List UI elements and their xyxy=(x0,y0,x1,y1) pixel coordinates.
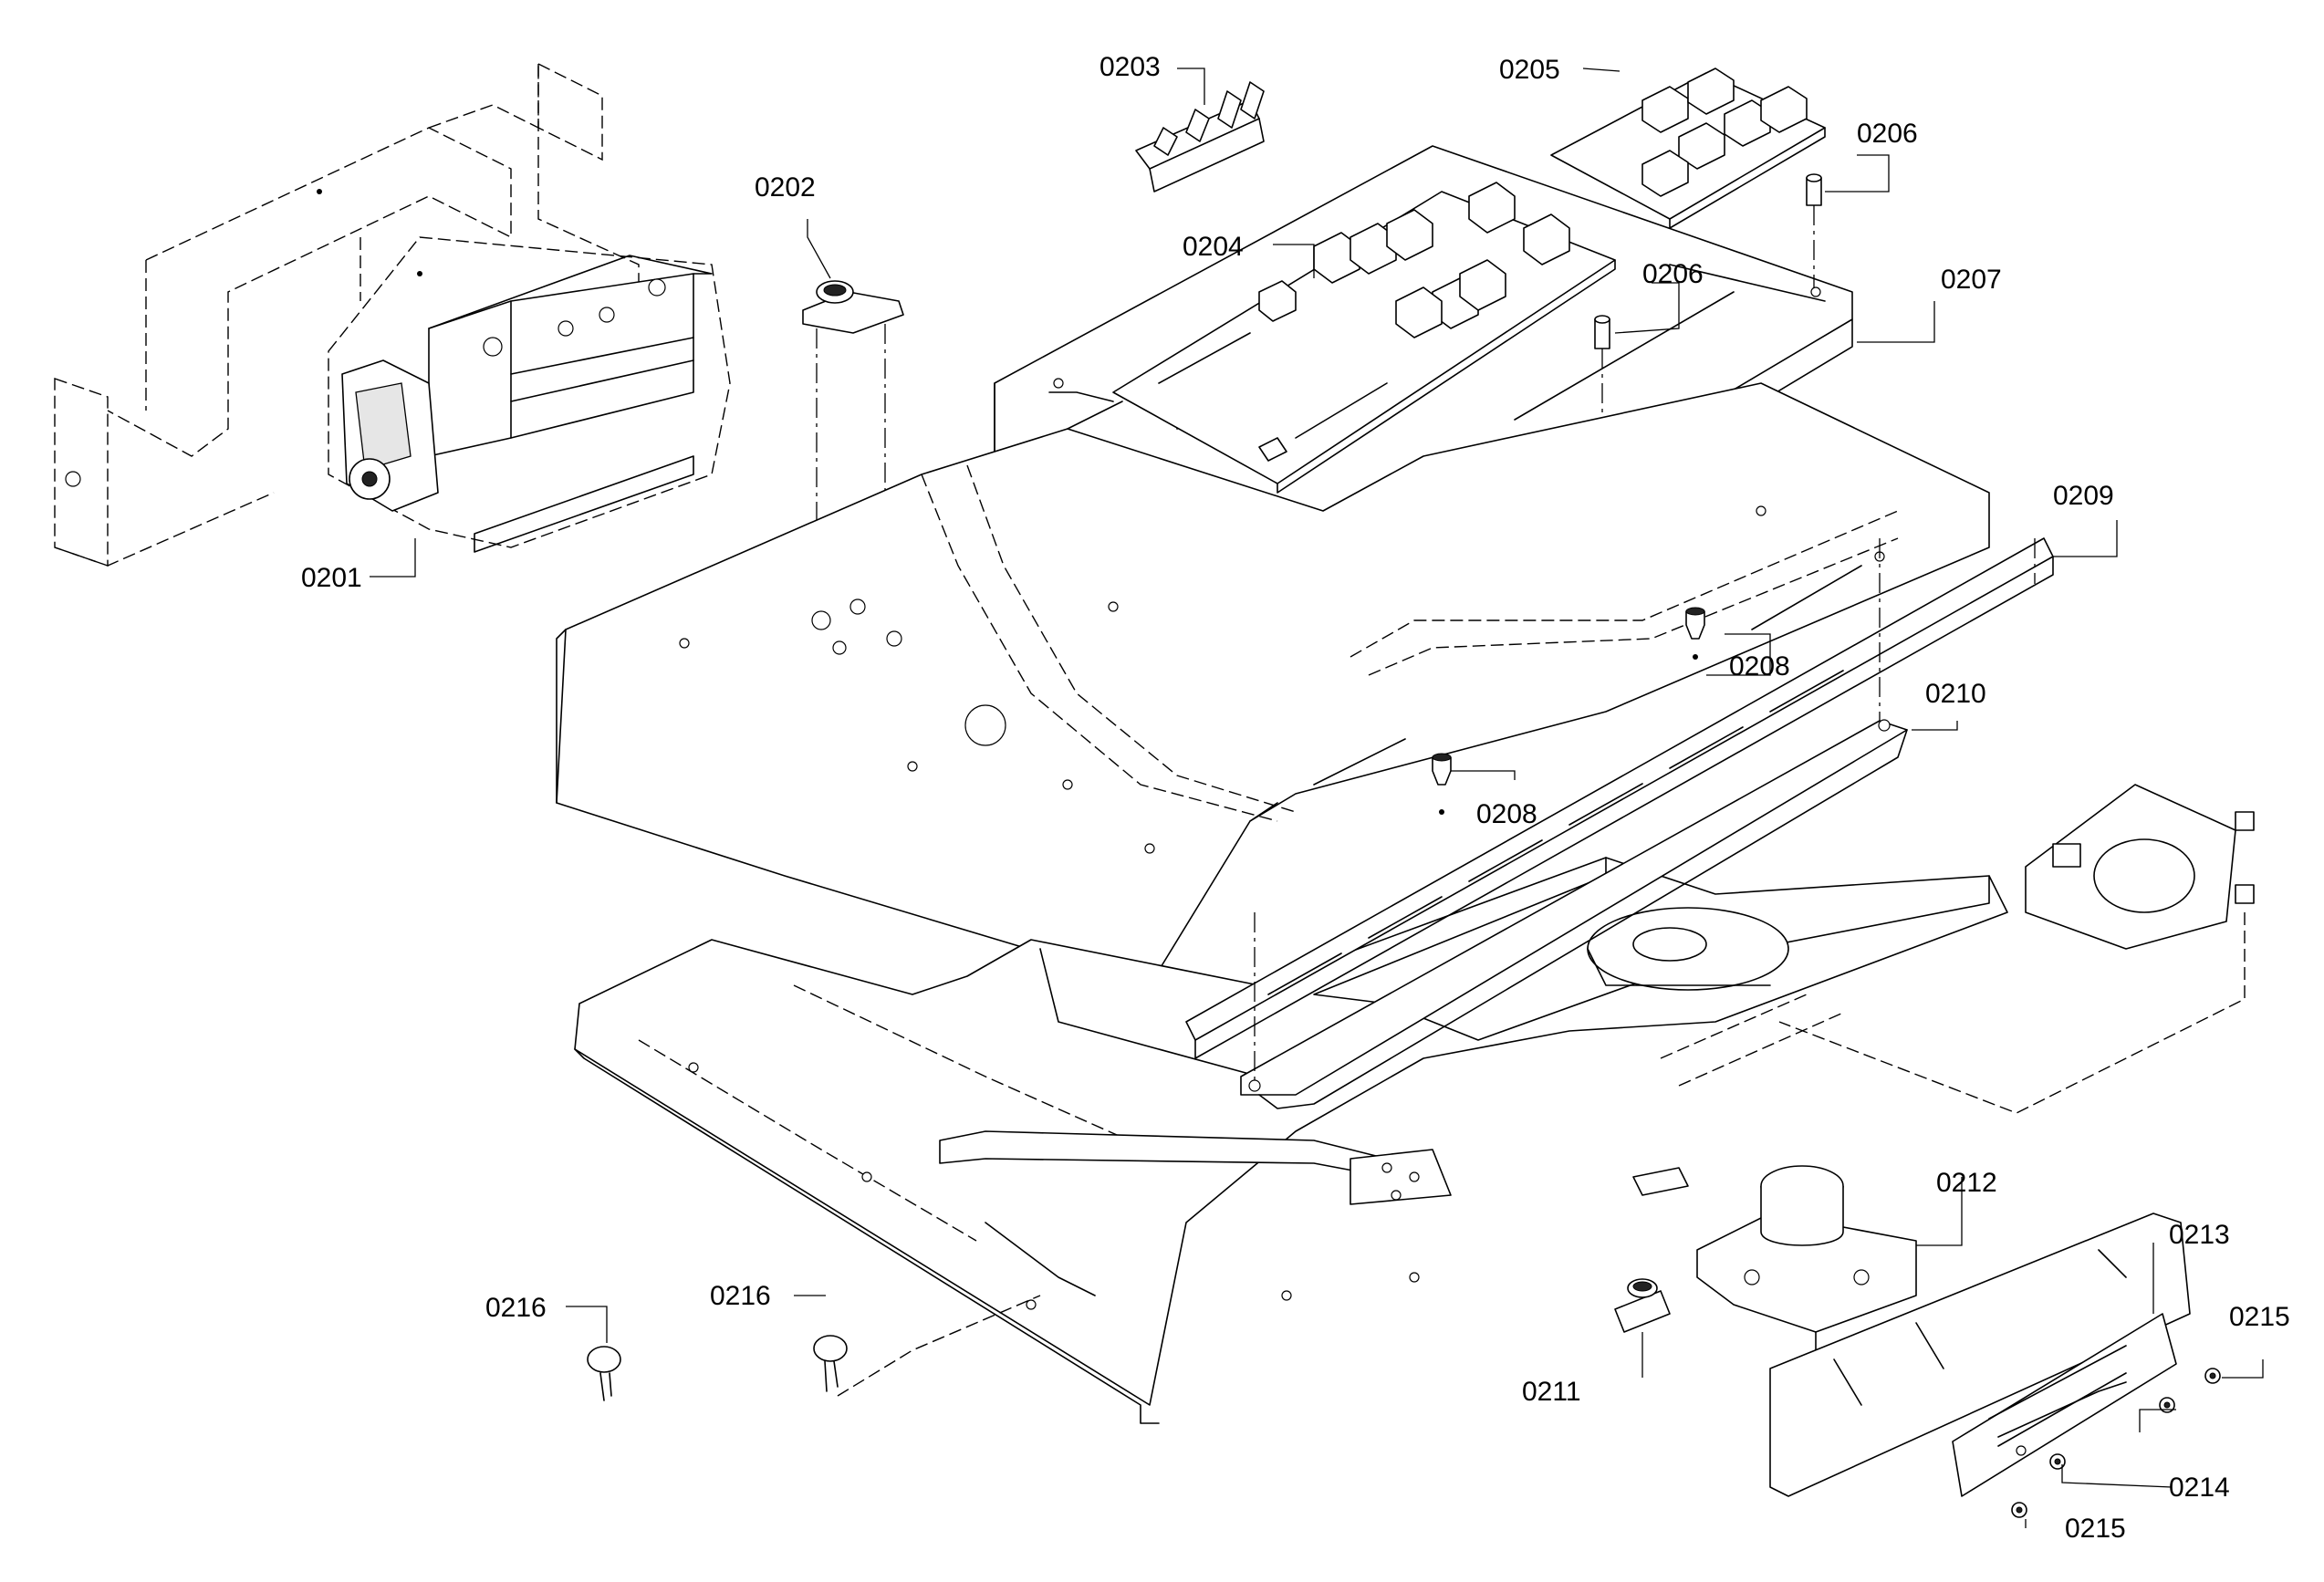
label-0201: 0201 xyxy=(301,563,362,593)
label-0207: 0207 xyxy=(1941,265,2002,295)
rear-frame-outline xyxy=(54,62,640,567)
label-0212: 0212 xyxy=(1936,1168,1997,1198)
part-0214-screw xyxy=(2049,1397,2175,1470)
label-0206-upper: 0206 xyxy=(1857,119,1918,149)
part-0205-relay-board xyxy=(1550,68,1826,229)
part-0203-terminal-strip xyxy=(1135,81,1265,193)
label-0202: 0202 xyxy=(755,172,816,203)
label-0205: 0205 xyxy=(1499,55,1560,85)
part-labels: 0201 0202 0203 0204 0205 0206 0206 0207 … xyxy=(301,52,2290,1544)
label-0213: 0213 xyxy=(2169,1220,2230,1250)
part-0216-clip-a xyxy=(587,1346,621,1401)
board-0204-relays xyxy=(1258,182,1570,338)
part-0211-thermal-cutoff xyxy=(1614,1278,1671,1333)
board-0205-relays xyxy=(1641,68,1808,197)
label-0216-right: 0216 xyxy=(710,1281,771,1311)
part-0204-control-board xyxy=(1112,182,1616,494)
leader-lines xyxy=(370,68,2264,1528)
part-0213-side-bracket xyxy=(1769,1213,2191,1497)
bottom-fan-boss xyxy=(1587,907,1789,991)
part-0208-clip-b xyxy=(1432,753,1452,815)
bottom-channel-bar xyxy=(939,1130,1452,1205)
oven-base-pan xyxy=(556,382,1990,1004)
part-0210-front-strip xyxy=(1240,538,1908,1109)
label-0208-left: 0208 xyxy=(1476,799,1537,829)
label-0208-right: 0208 xyxy=(1729,651,1790,682)
part-0206-standoffs xyxy=(1594,173,1822,415)
label-0211: 0211 xyxy=(1522,1377,1581,1407)
label-0209: 0209 xyxy=(2053,481,2114,511)
label-0215-lower: 0215 xyxy=(2065,1514,2126,1544)
label-0216-left: 0216 xyxy=(485,1293,547,1323)
part-0209-front-rail xyxy=(1185,537,2054,1059)
part-0212-timer-motor xyxy=(1632,1165,1917,1351)
label-0204: 0204 xyxy=(1183,232,1244,262)
label-0210: 0210 xyxy=(1925,679,1986,709)
part-0202-thermostat xyxy=(802,280,904,533)
part-0201-fan-module xyxy=(328,236,731,553)
part-0215-screw xyxy=(2011,1368,2221,1518)
label-0214: 0214 xyxy=(2169,1473,2230,1503)
label-0206-lower: 0206 xyxy=(1642,259,1704,289)
part-0208-clip-a xyxy=(1685,607,1705,660)
part-0216-clip-b xyxy=(813,1295,1041,1397)
label-0203: 0203 xyxy=(1099,52,1161,82)
right-cover-plate xyxy=(1778,784,2255,1114)
label-0215-upper: 0215 xyxy=(2229,1302,2290,1332)
